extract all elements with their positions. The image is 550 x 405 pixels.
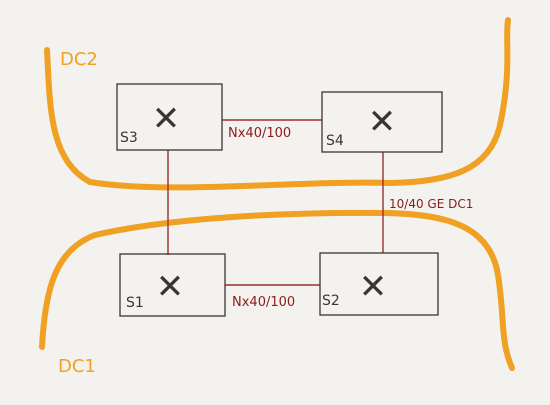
switch-s1-x-icon: ✕ bbox=[156, 267, 185, 307]
switch-s2-box bbox=[319, 252, 439, 316]
switch-s4-x-icon: ✕ bbox=[368, 102, 397, 142]
dc2-boundary-curve bbox=[44, 17, 511, 191]
switch-s3-label: S3 bbox=[120, 130, 138, 146]
switch-s3-box bbox=[116, 83, 223, 151]
dc1-label: DC1 bbox=[58, 356, 96, 377]
switch-s3-x-icon: ✕ bbox=[152, 99, 181, 139]
switch-s1-label: S1 bbox=[126, 295, 144, 311]
link-s3-s4-label: Nx40/100 bbox=[228, 126, 291, 141]
switch-s2-x-icon: ✕ bbox=[359, 267, 388, 307]
dc2-label: DC2 bbox=[60, 49, 98, 70]
switch-s4-label: S4 bbox=[326, 133, 344, 149]
switch-s1-box bbox=[119, 253, 226, 317]
dc1-boundary-curve bbox=[39, 209, 515, 371]
link-s1-s2-label: Nx40/100 bbox=[232, 295, 295, 310]
link-s4-s2-label: 10/40 GE DC1 bbox=[389, 197, 473, 211]
switch-s4-box bbox=[321, 91, 443, 153]
switch-s2-label: S2 bbox=[322, 293, 340, 309]
